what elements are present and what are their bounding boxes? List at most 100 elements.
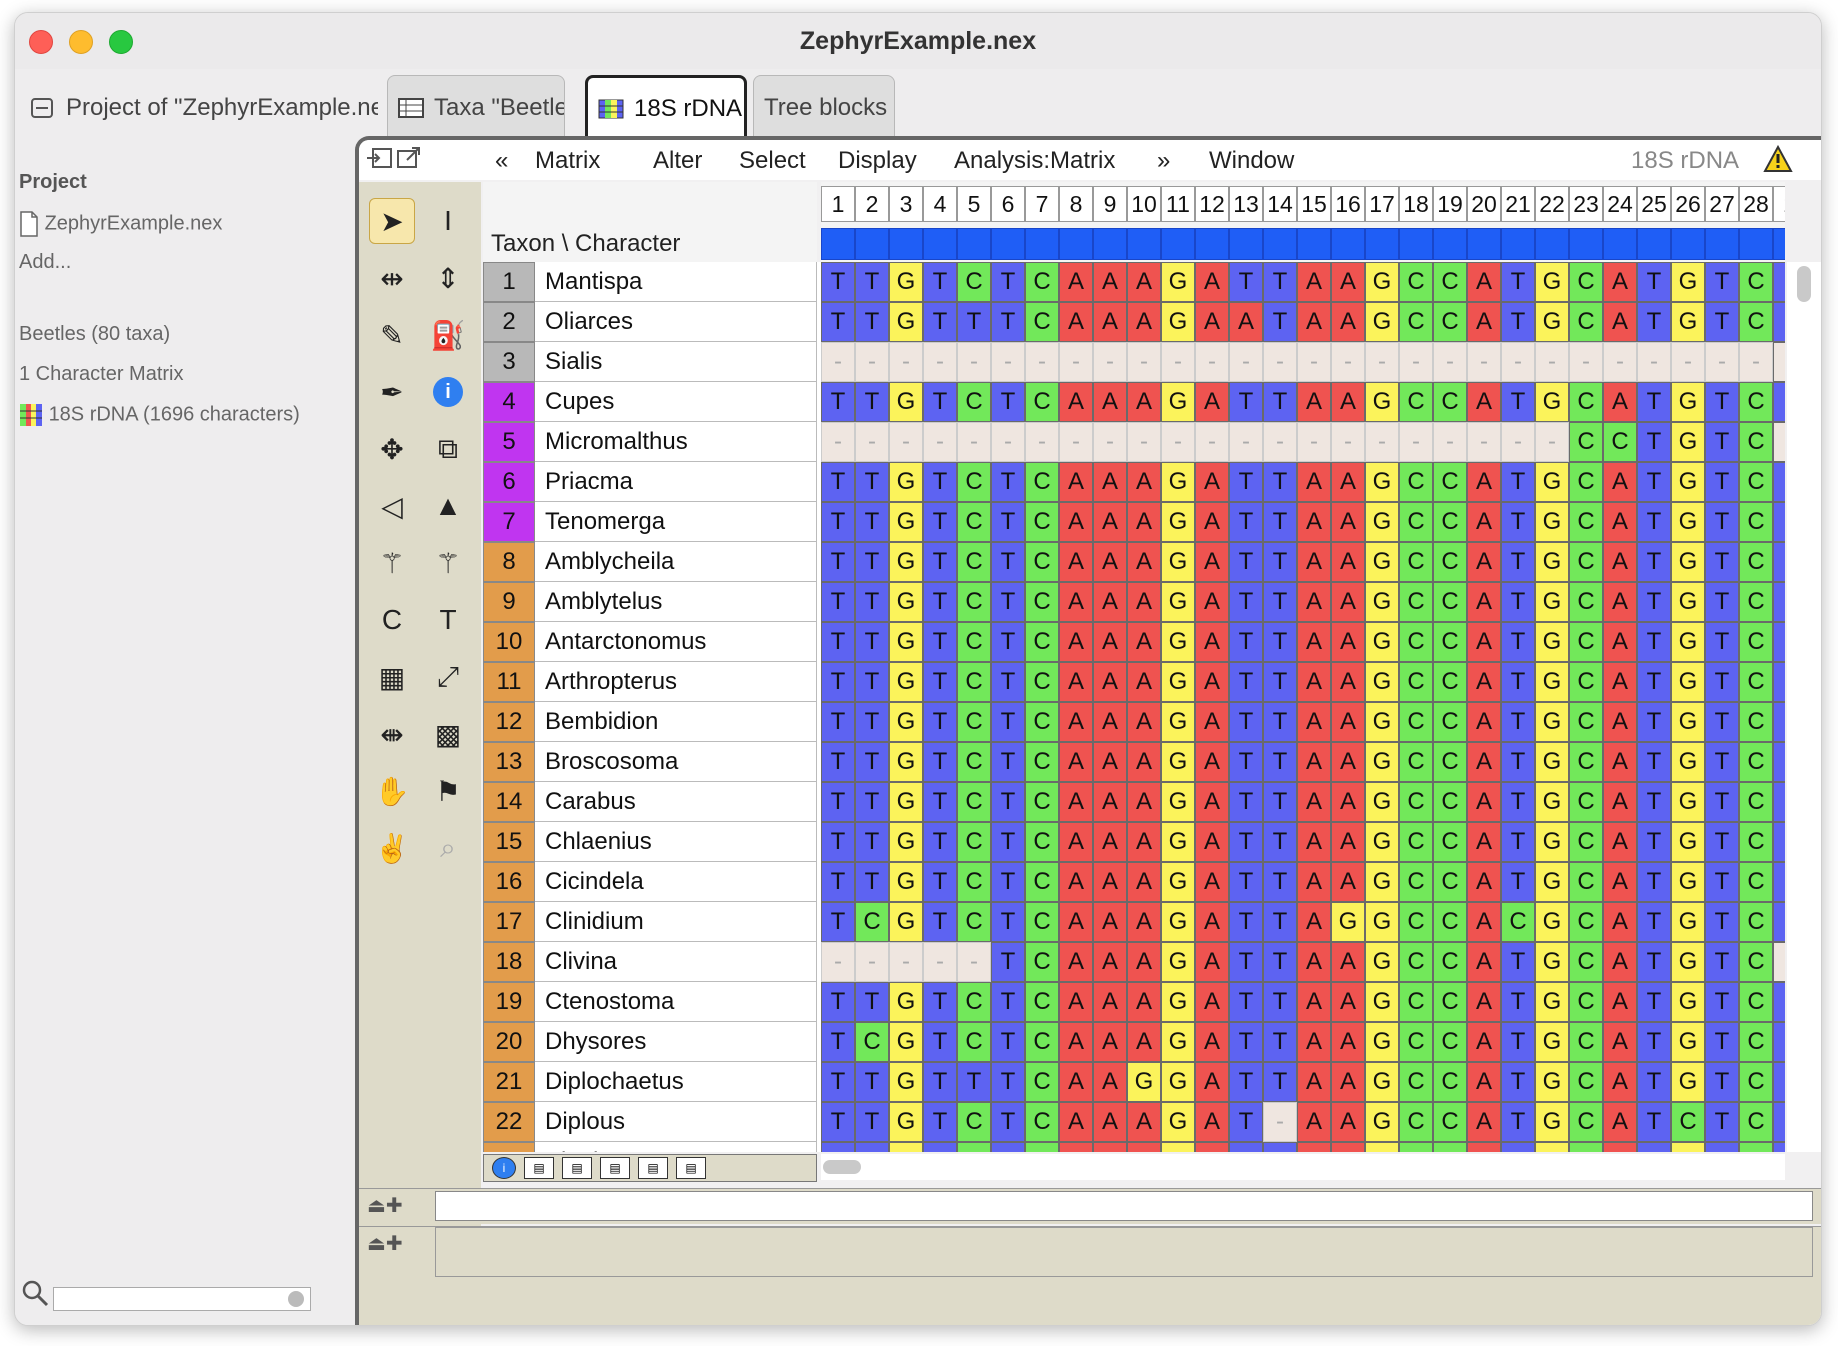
matrix-cell[interactable]: A <box>1331 822 1365 862</box>
matrix-cell[interactable]: T <box>1229 502 1263 542</box>
matrix-cell[interactable]: G <box>889 1142 923 1152</box>
matrix-cell[interactable]: C <box>1433 662 1467 702</box>
column-selector[interactable] <box>1569 228 1603 260</box>
matrix-cell[interactable]: G <box>1671 822 1705 862</box>
matrix-cell[interactable]: T <box>991 582 1025 622</box>
matrix-cell[interactable]: C <box>1399 782 1433 822</box>
column-selector[interactable] <box>1433 228 1467 260</box>
matrix-cell[interactable]: A <box>1127 262 1161 302</box>
matrix-cell[interactable] <box>1773 902 1785 942</box>
matrix-cell[interactable]: G <box>1161 1022 1195 1062</box>
matrix-cell[interactable]: C <box>1433 782 1467 822</box>
matrix-cell[interactable]: T <box>855 742 889 782</box>
matrix-cell[interactable]: A <box>1093 1062 1127 1102</box>
matrix-cell[interactable]: C <box>1433 622 1467 662</box>
matrix-cell[interactable]: T <box>1637 382 1671 422</box>
row-number[interactable]: 3 <box>483 342 535 382</box>
column-selector[interactable] <box>1671 228 1705 260</box>
matrix-cell[interactable]: A <box>1093 822 1127 862</box>
matrix-cell[interactable]: T <box>1705 742 1739 782</box>
matrix-cell[interactable]: A <box>1331 302 1365 342</box>
matrix-cell[interactable]: T <box>1229 702 1263 742</box>
matrix-cell[interactable]: T <box>821 542 855 582</box>
matrix-cell[interactable]: G <box>1535 1102 1569 1142</box>
matrix-cell[interactable]: A <box>1603 662 1637 702</box>
matrix-cell[interactable]: A <box>1059 662 1093 702</box>
row-number[interactable]: 4 <box>483 382 535 422</box>
matrix-cell[interactable]: G <box>1161 502 1195 542</box>
close-button[interactable] <box>29 30 53 54</box>
taxon-name[interactable]: Micromalthus <box>535 422 817 462</box>
matrix-cell[interactable]: G <box>1365 862 1399 902</box>
matrix-cell[interactable]: G <box>1671 982 1705 1022</box>
column-number[interactable]: 15 <box>1297 186 1331 222</box>
matrix-cell[interactable]: C <box>1739 822 1773 862</box>
matrix-cell[interactable]: G <box>889 502 923 542</box>
matrix-cell[interactable]: C <box>1569 742 1603 782</box>
matrix-cell[interactable]: A <box>1093 1022 1127 1062</box>
matrix-cell[interactable]: A <box>1127 302 1161 342</box>
matrix-cell[interactable]: T <box>1229 462 1263 502</box>
matrix-cell[interactable]: G <box>1535 942 1569 982</box>
matrix-cell[interactable]: T <box>923 1062 957 1102</box>
matrix-cell[interactable]: T <box>855 542 889 582</box>
matrix-cell[interactable]: T <box>991 822 1025 862</box>
matrix-cell[interactable]: G <box>1535 862 1569 902</box>
matrix-cell[interactable] <box>1773 1142 1785 1152</box>
matrix-cell[interactable]: A <box>1127 502 1161 542</box>
matrix-cell[interactable]: G <box>1535 982 1569 1022</box>
matrix-cell[interactable]: T <box>1637 702 1671 742</box>
column-selector[interactable] <box>1739 228 1773 260</box>
matrix-cell[interactable]: G <box>1365 382 1399 422</box>
matrix-cell[interactable]: T <box>991 382 1025 422</box>
matrix-cell[interactable]: A <box>1195 1062 1229 1102</box>
matrix-cell[interactable]: C <box>1433 262 1467 302</box>
matrix-cell[interactable]: T <box>1705 982 1739 1022</box>
column-selector[interactable] <box>1331 228 1365 260</box>
magic-wand-icon[interactable]: ⚚ <box>379 547 405 579</box>
matrix-cell[interactable]: A <box>1093 622 1127 662</box>
matrix-cell[interactable]: C <box>1739 462 1773 502</box>
matrix-cell[interactable]: G <box>1161 1142 1195 1152</box>
matrix-cell[interactable]: G <box>1535 1142 1569 1152</box>
matrix-cell[interactable]: T <box>1229 902 1263 942</box>
matrix-cell[interactable]: G <box>1671 782 1705 822</box>
matrix-cell[interactable]: T <box>1501 1062 1535 1102</box>
matrix-cell[interactable]: C <box>957 582 991 622</box>
matrix-cell[interactable]: A <box>1331 782 1365 822</box>
matrix-cell[interactable]: A <box>1603 742 1637 782</box>
taxon-name[interactable]: Oliarces <box>535 302 817 342</box>
ibeam-icon[interactable]: I <box>444 205 452 236</box>
matrix-cell[interactable]: C <box>957 702 991 742</box>
hand-icon[interactable]: ✋ <box>374 775 410 807</box>
matrix-cell[interactable]: G <box>1365 502 1399 542</box>
matrix-cell[interactable]: A <box>1603 1142 1637 1152</box>
matrix-cell[interactable]: A <box>1059 742 1093 782</box>
row-number[interactable]: 7 <box>483 502 535 542</box>
matrix-cell[interactable]: T <box>1263 702 1297 742</box>
matrix-cell[interactable]: T <box>821 782 855 822</box>
column-selector[interactable] <box>923 228 957 260</box>
matrix-cell[interactable]: T <box>1637 622 1671 662</box>
matrix-cell[interactable]: C <box>1739 262 1773 302</box>
matrix-cell[interactable]: G <box>1671 542 1705 582</box>
matrix-cell[interactable]: T <box>855 622 889 662</box>
row-number[interactable]: 12 <box>483 702 535 742</box>
matrix-cell[interactable]: G <box>1535 582 1569 622</box>
row-number[interactable]: 15 <box>483 822 535 862</box>
matrix-cell[interactable]: T <box>1501 662 1535 702</box>
matrix-cell[interactable]: C <box>1025 942 1059 982</box>
matrix-cell[interactable] <box>1773 382 1785 422</box>
matrix-cell[interactable]: A <box>1195 1022 1229 1062</box>
matrix-cell[interactable]: T <box>821 262 855 302</box>
matrix-cell[interactable]: T <box>855 582 889 622</box>
matrix-cell[interactable]: T <box>1229 662 1263 702</box>
matrix-cell[interactable]: T <box>1501 382 1535 422</box>
matrix-cell[interactable]: T <box>1637 462 1671 502</box>
column-selector[interactable] <box>957 228 991 260</box>
matrix-cell[interactable]: C <box>1603 422 1637 462</box>
matrix-cell[interactable]: A <box>1297 582 1331 622</box>
matrix-cell[interactable]: A <box>1297 382 1331 422</box>
matrix-cell[interactable]: G <box>1161 862 1195 902</box>
matrix-cell[interactable]: G <box>1365 742 1399 782</box>
